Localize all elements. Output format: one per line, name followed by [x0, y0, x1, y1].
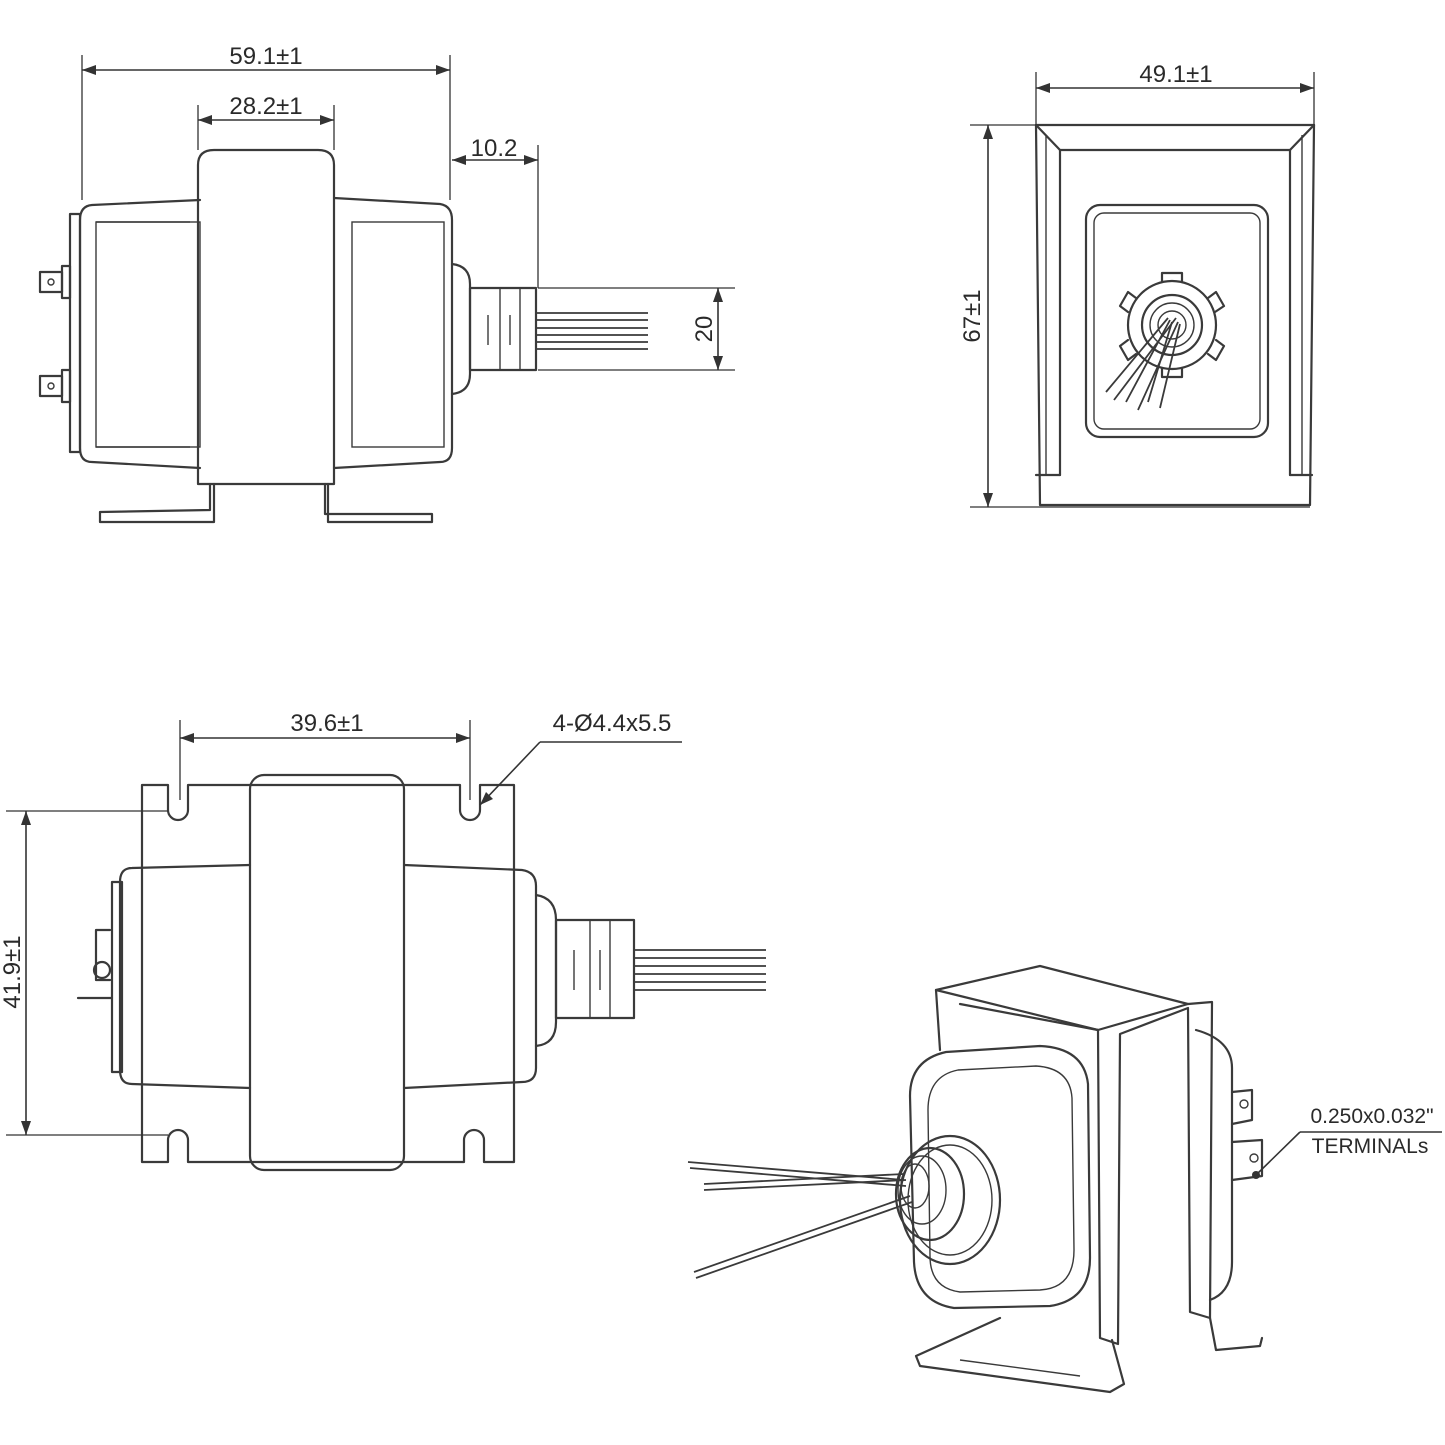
- mounting-holes-label: 4-Ø4.4x5.5: [553, 710, 672, 737]
- depth-label: 41.9±1: [0, 935, 26, 1008]
- end-width-label: 49.1±1: [1139, 61, 1212, 88]
- hole-spacing-label: 39.6±1: [290, 710, 363, 737]
- end-height-label: 67±1: [959, 289, 986, 342]
- terminal-icon: [38, 264, 72, 300]
- core-width-label: 28.2±1: [229, 93, 302, 120]
- overall-length-label: 59.1±1: [229, 43, 302, 70]
- top-view: 39.6±1 4-Ø4.4x5.5 41.9±1: [0, 710, 766, 1172]
- terminal-name-label: TERMINALs: [1312, 1135, 1429, 1158]
- isometric-view: 0.250x0.032" TERMINALs: [687, 964, 1442, 1394]
- wire-height-label: 20: [691, 316, 718, 343]
- terminal-size-label: 0.250x0.032": [1310, 1105, 1433, 1128]
- end-view: 49.1±1 67±1: [959, 61, 1316, 508]
- bushing-length-label: 10.2: [471, 135, 518, 162]
- side-view: 59.1±1 28.2±1 10.2 20: [38, 43, 735, 524]
- bushing-gear-icon: [1118, 271, 1226, 379]
- terminal-icon: [38, 368, 72, 404]
